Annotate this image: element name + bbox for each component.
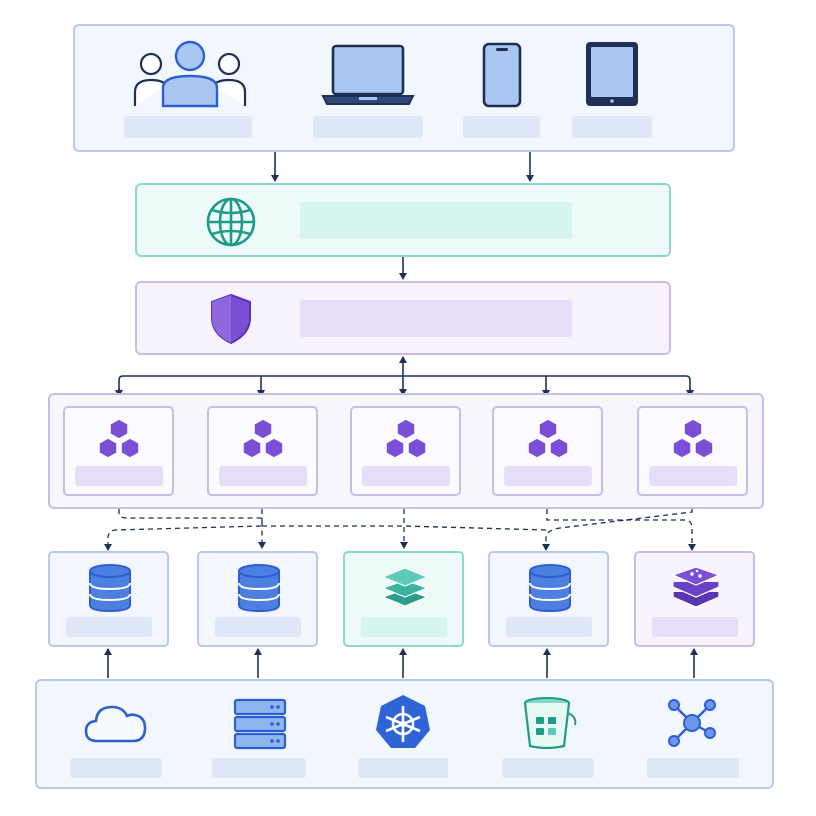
datastore-node-1[interactable] xyxy=(48,551,169,647)
cubes-icon xyxy=(242,418,284,459)
services-bus xyxy=(118,375,691,396)
client-label-smartphone xyxy=(463,116,540,138)
datastore-label xyxy=(506,617,592,637)
smartphone-icon xyxy=(482,42,522,108)
client-label-users xyxy=(124,116,252,138)
datastore-label xyxy=(361,617,447,637)
dash-svc1-to-db2 xyxy=(118,500,266,549)
cdn-label xyxy=(300,202,572,239)
kubernetes-icon xyxy=(376,695,430,748)
layers-icon xyxy=(381,567,429,607)
datastore-label xyxy=(215,617,301,637)
infra-label xyxy=(70,758,162,778)
cubes-icon xyxy=(672,418,714,459)
shield-icon xyxy=(211,293,251,345)
service-node-4[interactable] xyxy=(492,406,603,496)
database-icon xyxy=(529,564,571,613)
infrastructure-layer xyxy=(35,679,774,789)
service-node-3[interactable] xyxy=(350,406,461,496)
datastore-node-3[interactable] xyxy=(343,551,464,647)
tablet-icon xyxy=(586,42,638,106)
infra-label xyxy=(647,758,739,778)
datastore-node-2[interactable] xyxy=(197,551,318,647)
storage-bucket-icon xyxy=(523,697,577,750)
infra-label xyxy=(502,758,594,778)
security-layer xyxy=(135,281,671,355)
client-label-tablet xyxy=(572,116,652,138)
service-node-5[interactable] xyxy=(637,406,748,496)
database-icon xyxy=(238,564,280,613)
datastore-node-4[interactable] xyxy=(488,551,609,647)
cdn-layer xyxy=(135,183,671,257)
globe-icon xyxy=(206,197,256,247)
cubes-icon xyxy=(385,418,427,459)
laptop-icon xyxy=(321,44,415,105)
service-node-1[interactable] xyxy=(63,406,174,496)
cubes-icon xyxy=(98,418,140,459)
redis-stack-icon xyxy=(671,566,721,608)
service-node-2[interactable] xyxy=(207,406,318,496)
infra-label xyxy=(212,758,306,778)
database-icon xyxy=(89,564,131,613)
security-label xyxy=(300,300,572,337)
dash-svc4-to-db5 xyxy=(546,500,696,551)
service-label xyxy=(219,466,307,486)
network-hub-icon xyxy=(668,699,716,747)
users-icon xyxy=(133,40,247,108)
service-label xyxy=(504,466,592,486)
cubes-icon xyxy=(527,418,569,459)
clients-layer xyxy=(73,24,735,152)
client-label-laptop xyxy=(313,116,423,138)
datastore-node-5[interactable] xyxy=(634,551,755,647)
dash-svc5-to-db4 xyxy=(542,500,693,551)
infra-label xyxy=(358,758,448,778)
service-label xyxy=(362,466,450,486)
datastore-label xyxy=(652,617,738,637)
datastore-label xyxy=(66,617,152,637)
service-label xyxy=(649,466,737,486)
server-rack-icon xyxy=(233,698,287,750)
dash-svc2-to-db1 xyxy=(104,500,263,551)
cloud-icon xyxy=(84,705,147,743)
service-label xyxy=(75,466,163,486)
